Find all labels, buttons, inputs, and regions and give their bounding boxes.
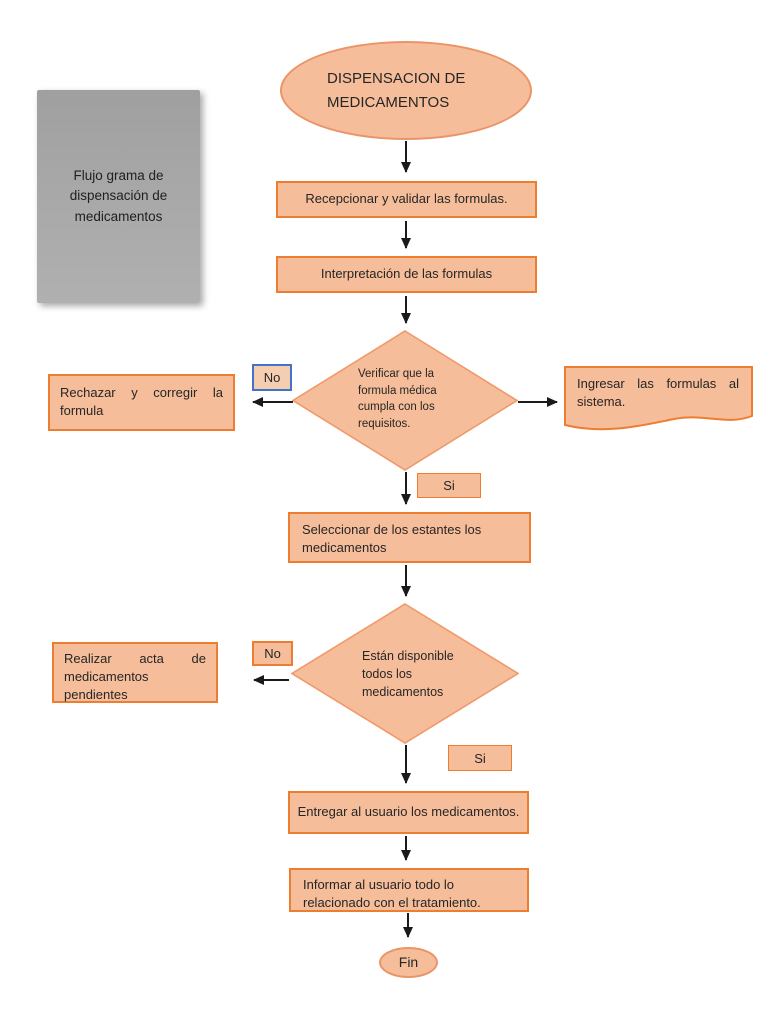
note-text: Flujo grama de dispensación de medicamen… [69, 168, 168, 224]
document-shape [564, 366, 753, 431]
decision-verificar-label: Verificar que la formula médica cumpla c… [358, 368, 437, 431]
start-label: DISPENSACION DE MEDICAMENTOS [327, 70, 466, 111]
end-label: Fin [398, 953, 419, 970]
process-interpretacion-label: Interpretación de las formulas [320, 266, 493, 282]
end-terminator: Fin [379, 947, 438, 978]
process-informar: Informar al usuario todo lo relacionado … [289, 868, 529, 912]
start-terminator: DISPENSACION DE MEDICAMENTOS [280, 41, 532, 140]
process-interpretacion: Interpretación de las formulas [276, 256, 537, 293]
process-realizar: Realizar acta de medicamentos pendientes [52, 642, 218, 703]
process-entregar: Entregar al usuario los medicamentos. [288, 791, 529, 834]
label-si-2: Si [448, 745, 512, 771]
label-no-2-text: No [264, 646, 281, 661]
diamond-shape [292, 330, 518, 471]
label-si-1: Si [417, 473, 481, 498]
diamond-shape [291, 603, 519, 744]
label-no-1-text: No [263, 370, 281, 385]
process-recepcionar-label: Recepcionar y validar las formulas. [305, 191, 508, 207]
decision-disponible-label: Están disponible todos los medicamentos [362, 649, 454, 700]
process-entregar-label: Entregar al usuario los medicamentos. [297, 804, 520, 820]
label-si-1-text: Si [443, 478, 455, 493]
document-ingresar: Ingresar las formulas al sistema. [564, 366, 754, 438]
decision-verificar: Verificar que la formula médica cumpla c… [292, 330, 518, 471]
label-no-2: No [252, 641, 293, 666]
note-card: Flujo grama de dispensación de medicamen… [37, 90, 200, 303]
process-recepcionar: Recepcionar y validar las formulas. [276, 181, 537, 218]
document-ingresar-label: Ingresar las formulas al sistema. [577, 376, 739, 410]
label-no-1: No [252, 364, 292, 391]
process-rechazar: Rechazar y corregir la formula [48, 374, 235, 431]
decision-disponible: Están disponible todos los medicamentos [291, 603, 519, 744]
label-si-2-text: Si [474, 750, 486, 766]
process-seleccionar: Seleccionar de los estantes los medicame… [288, 512, 531, 563]
